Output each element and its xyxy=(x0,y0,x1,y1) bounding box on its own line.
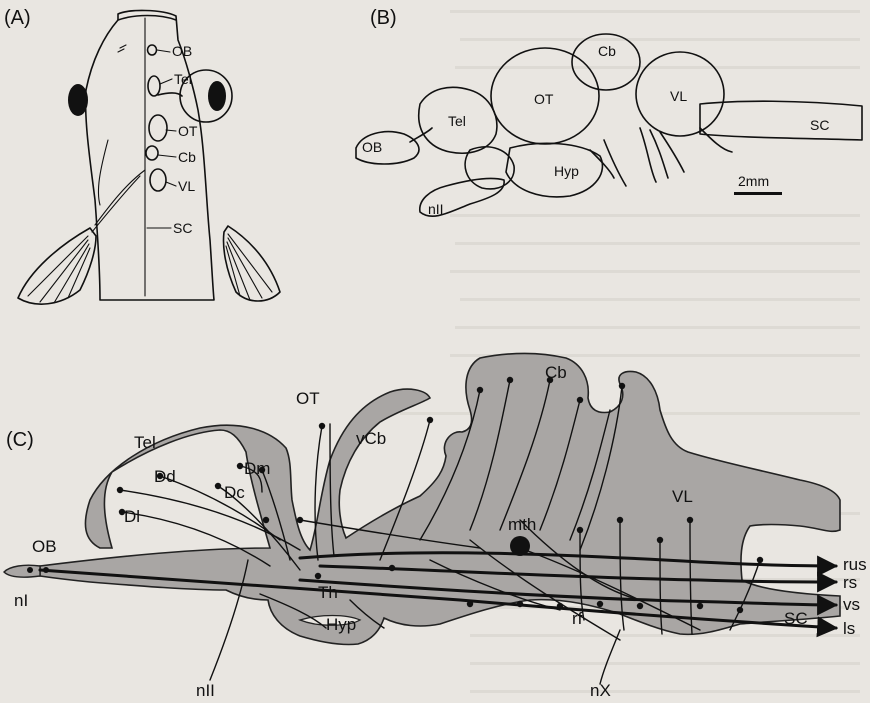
right-fin-rays xyxy=(226,234,272,300)
b-label-hyp: Hyp xyxy=(554,163,579,179)
c-label-ni: nI xyxy=(14,591,28,610)
cell-body xyxy=(117,487,123,493)
cell-body xyxy=(237,463,243,469)
c-label-mth: mth xyxy=(508,515,536,534)
a-label-ot: OT xyxy=(178,123,198,139)
b-scale-bar-label: 2mm xyxy=(738,173,769,189)
head-outline xyxy=(118,16,176,21)
panel-c-label: (C) xyxy=(6,429,34,451)
cell-body xyxy=(737,607,743,613)
b-label-nii: nII xyxy=(428,201,444,217)
c-label-sc: SC xyxy=(784,609,808,628)
cell-body xyxy=(617,517,623,523)
cell-body xyxy=(637,603,643,609)
a-label-tel: Tel xyxy=(174,71,192,87)
cell-body xyxy=(27,567,33,573)
cell-body xyxy=(263,517,269,523)
c-label-vl: VL xyxy=(672,487,693,506)
cell-body xyxy=(477,387,483,393)
right-pectoral-fin xyxy=(224,226,281,301)
c-label-nx: nX xyxy=(590,681,611,700)
c-label-tel: Tel xyxy=(134,433,156,452)
a-label-sc: SC xyxy=(173,220,192,236)
cell-body xyxy=(427,417,433,423)
c-olfactory-tip xyxy=(4,565,40,577)
a-label-cb: Cb xyxy=(178,149,196,165)
cell-body xyxy=(43,567,49,573)
c-label-cb: Cb xyxy=(545,363,567,382)
a-tel-lobe xyxy=(148,76,160,96)
panel-b-label: (B) xyxy=(370,7,397,29)
a-cb-lobe xyxy=(146,146,158,160)
c-mauthner-cell xyxy=(510,536,530,556)
cell-body xyxy=(507,377,513,383)
c-label-hyp: Hyp xyxy=(326,615,356,634)
cell-body xyxy=(557,603,563,609)
b-label-ot: OT xyxy=(534,91,554,107)
b-label-sc: SC xyxy=(810,117,829,133)
b-scale-bar xyxy=(734,192,782,195)
c-label-ot: OT xyxy=(296,389,320,408)
b-nerve-roots xyxy=(590,128,732,186)
cell-body xyxy=(215,483,221,489)
c-label-rf: rf xyxy=(572,609,583,628)
panel-c: (C) xyxy=(4,354,867,701)
c-label-th: Th xyxy=(318,583,338,602)
cell-body xyxy=(389,565,395,571)
c-label-dc: Dc xyxy=(224,483,245,502)
a-label-ob: OB xyxy=(172,43,192,59)
c-label-dm: Dm xyxy=(244,459,270,478)
cell-body xyxy=(657,537,663,543)
c-label-nii: nII xyxy=(196,681,215,700)
b-label-cb: Cb xyxy=(598,43,616,59)
cell-body xyxy=(577,527,583,533)
a-vl-lobe xyxy=(150,169,166,191)
panel-a-label: (A) xyxy=(4,7,31,29)
cell-body xyxy=(315,573,321,579)
cell-body xyxy=(577,397,583,403)
cell-body xyxy=(619,383,625,389)
optic-stalk xyxy=(158,93,182,96)
cell-body xyxy=(697,603,703,609)
right-eye-pupil xyxy=(208,81,226,111)
gill-line xyxy=(98,140,108,205)
cell-body xyxy=(517,601,523,607)
cell-body xyxy=(597,601,603,607)
cell-body xyxy=(757,557,763,563)
panel-a: (A) xyxy=(4,7,280,304)
b-label-ob: OB xyxy=(362,139,382,155)
c-label-dl: Dl xyxy=(124,507,140,526)
c-label-rs: rs xyxy=(843,573,857,592)
b-label-tel: Tel xyxy=(448,113,466,129)
nostril-mark xyxy=(118,45,126,52)
b-spinal-cord xyxy=(700,101,862,140)
a-ob-bulb xyxy=(148,45,157,55)
cell-body xyxy=(467,601,473,607)
c-label-ls: ls xyxy=(843,619,855,638)
c-label-ob: OB xyxy=(32,537,57,556)
cell-body xyxy=(319,423,325,429)
a-label-vl: VL xyxy=(178,178,195,194)
c-label-vcb: vCb xyxy=(356,429,386,448)
c-label-vs: vs xyxy=(843,595,860,614)
b-label-vl: VL xyxy=(670,88,687,104)
left-eye xyxy=(68,84,88,116)
cell-body xyxy=(687,517,693,523)
cell-body xyxy=(297,517,303,523)
c-label-dd: Dd xyxy=(154,467,176,486)
c-label-rus: rus xyxy=(843,555,867,574)
a-ot-lobe xyxy=(149,115,167,141)
